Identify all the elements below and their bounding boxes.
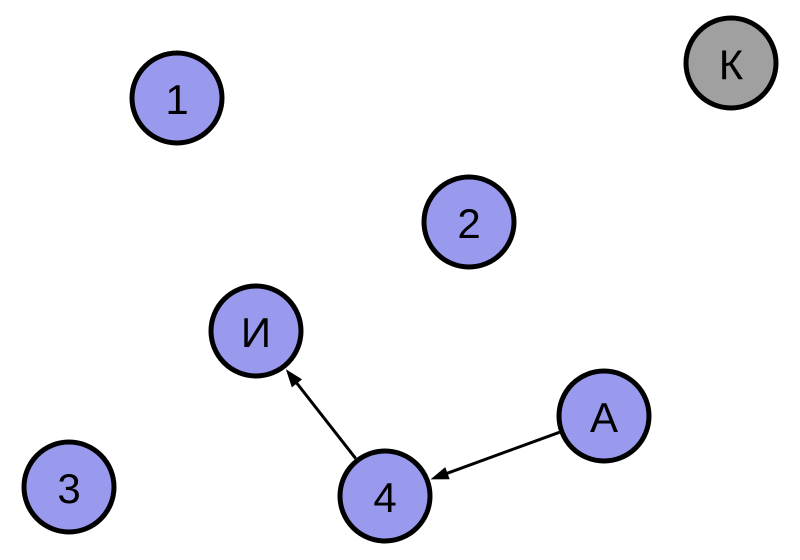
- node-label: И: [241, 309, 271, 356]
- node-circle: [21, 439, 117, 535]
- graph-node-a[interactable]: А: [556, 368, 652, 464]
- node-circle: [683, 15, 779, 111]
- node-circle: [337, 448, 433, 544]
- edge-a-4[interactable]: [430, 430, 560, 480]
- graph-node-k[interactable]: К: [683, 15, 779, 111]
- edge-arrowhead-icon: [430, 467, 450, 480]
- node-circle: [556, 368, 652, 464]
- node-label: 4: [373, 474, 396, 521]
- node-label: 1: [165, 76, 188, 123]
- node-label: 2: [457, 200, 480, 247]
- node-circle: [208, 283, 304, 379]
- node-label: К: [719, 41, 744, 88]
- graph-node-4[interactable]: 4: [337, 448, 433, 544]
- node-label: 3: [57, 465, 80, 512]
- node-label: А: [590, 394, 618, 441]
- node-circle: [129, 50, 225, 146]
- graph-node-2[interactable]: 2: [421, 174, 517, 270]
- edge-line: [443, 430, 560, 476]
- graph-node-1[interactable]: 1: [129, 50, 225, 146]
- edge-arrowhead-icon: [285, 369, 303, 388]
- graph-node-3[interactable]: 3: [21, 439, 117, 535]
- edge-4-i[interactable]: [285, 369, 357, 460]
- graph-node-i[interactable]: И: [208, 283, 304, 379]
- edge-line: [293, 379, 357, 460]
- node-circle: [421, 174, 517, 270]
